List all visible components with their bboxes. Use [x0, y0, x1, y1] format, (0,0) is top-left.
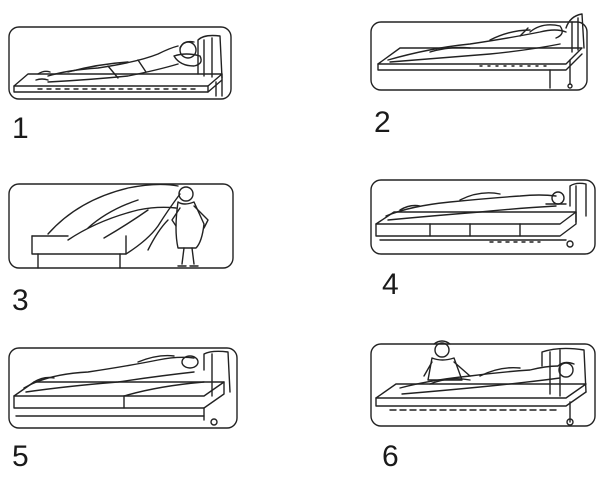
step-number-5: 5	[12, 442, 29, 472]
illustration-step-1	[8, 26, 232, 100]
step-number-2: 2	[374, 108, 391, 138]
step-number-3: 3	[12, 286, 29, 316]
step-number-6: 6	[382, 442, 399, 472]
illustration-step-5	[8, 346, 238, 430]
patient-covered-bed-icon	[370, 8, 588, 92]
illustration-step-2	[370, 8, 588, 92]
illustration-step-6	[370, 336, 596, 428]
step-number-1: 1	[12, 114, 29, 144]
illustration-step-3	[8, 180, 234, 272]
illustration-step-4	[370, 176, 596, 256]
patient-prone-bed-icon	[8, 346, 238, 430]
patient-on-mattress-icon	[370, 176, 596, 256]
caregiver-turning-patient-icon	[370, 336, 596, 428]
step-number-4: 4	[382, 270, 399, 300]
patient-supine-bed-icon	[8, 26, 232, 100]
caregiver-lifting-sheet-icon	[8, 180, 234, 272]
